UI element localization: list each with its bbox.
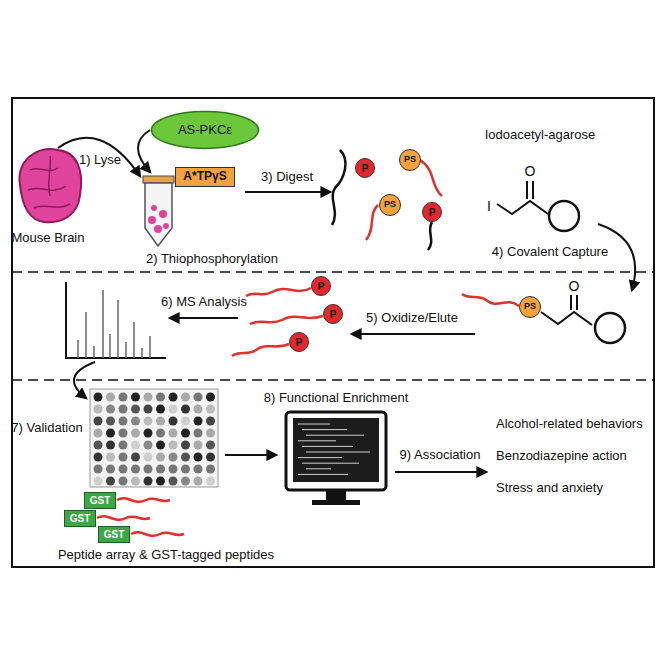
atom-label: O <box>525 163 536 179</box>
step-label: 9) Association <box>400 448 481 463</box>
divider <box>12 379 654 381</box>
node-label: P <box>429 207 436 218</box>
atom-label: I <box>487 198 491 214</box>
step-label: 4) Covalent Capture <box>492 245 608 260</box>
step-label: 2) Thiophosphorylation <box>146 252 278 267</box>
kinase-ellipse: AS-PKCε <box>150 110 260 150</box>
iodoacetyl-structure <box>497 181 579 231</box>
phospho-circle: P <box>289 332 309 352</box>
mass-spectrum <box>66 282 166 358</box>
gst-tag: GST <box>84 492 117 509</box>
step-label: Peptide array & GST-tagged peptides <box>58 548 274 563</box>
step-label: Mouse Brain <box>12 231 85 246</box>
step-label: 6) MS Analysis <box>161 295 247 310</box>
node-label: PS <box>384 200 396 210</box>
step-label: Alcohol-related behaviors <box>496 417 643 432</box>
step-label: 8) Functional Enrichment <box>264 391 409 406</box>
node-label: GST <box>90 495 111 506</box>
phospho-circle: P <box>422 202 442 222</box>
step-label: 3) Digest <box>261 170 313 185</box>
gst-tag: GST <box>64 510 97 527</box>
thiophospho-circle: PS <box>519 296 541 318</box>
node-label: PS <box>524 302 536 312</box>
node-label: P <box>296 337 303 348</box>
thiophospho-circle: PS <box>399 149 421 171</box>
atp-analog-box: A*TPγS <box>175 167 235 186</box>
phospho-circle: P <box>323 304 343 324</box>
monitor-illustration <box>286 412 386 505</box>
node-label: GST <box>70 513 91 524</box>
array-spots <box>94 393 216 486</box>
atom-label: O <box>569 278 580 294</box>
divider <box>12 271 654 273</box>
thiophospho-circle: PS <box>379 194 401 216</box>
step-label: Benzodiazepine action <box>496 449 627 464</box>
node-label: P <box>362 163 369 174</box>
tube-illustration <box>143 176 174 246</box>
step-label: Stress and anxiety <box>496 481 603 496</box>
gst-tag: GST <box>98 526 131 543</box>
phospho-circle: P <box>355 158 375 178</box>
node-label: P <box>318 281 325 292</box>
node-label: AS-PKCε <box>178 123 232 137</box>
node-label: P <box>330 309 337 320</box>
peptide-chains <box>97 150 519 536</box>
step-label: Iodoacetyl-agarose <box>485 128 596 143</box>
step-label: 5) Oxidize/Elute <box>366 311 458 326</box>
capture-structure <box>541 295 625 343</box>
phospho-circle: P <box>311 276 331 296</box>
brain-illustration <box>20 149 82 222</box>
node-label: GST <box>104 529 125 540</box>
peptide-array <box>90 389 218 487</box>
node-label: PS <box>404 155 416 165</box>
step-label: 7) Validation <box>11 421 82 436</box>
frame <box>12 98 654 567</box>
node-label: A*TPγS <box>183 170 226 183</box>
step-label: 1) Lyse <box>79 153 121 168</box>
